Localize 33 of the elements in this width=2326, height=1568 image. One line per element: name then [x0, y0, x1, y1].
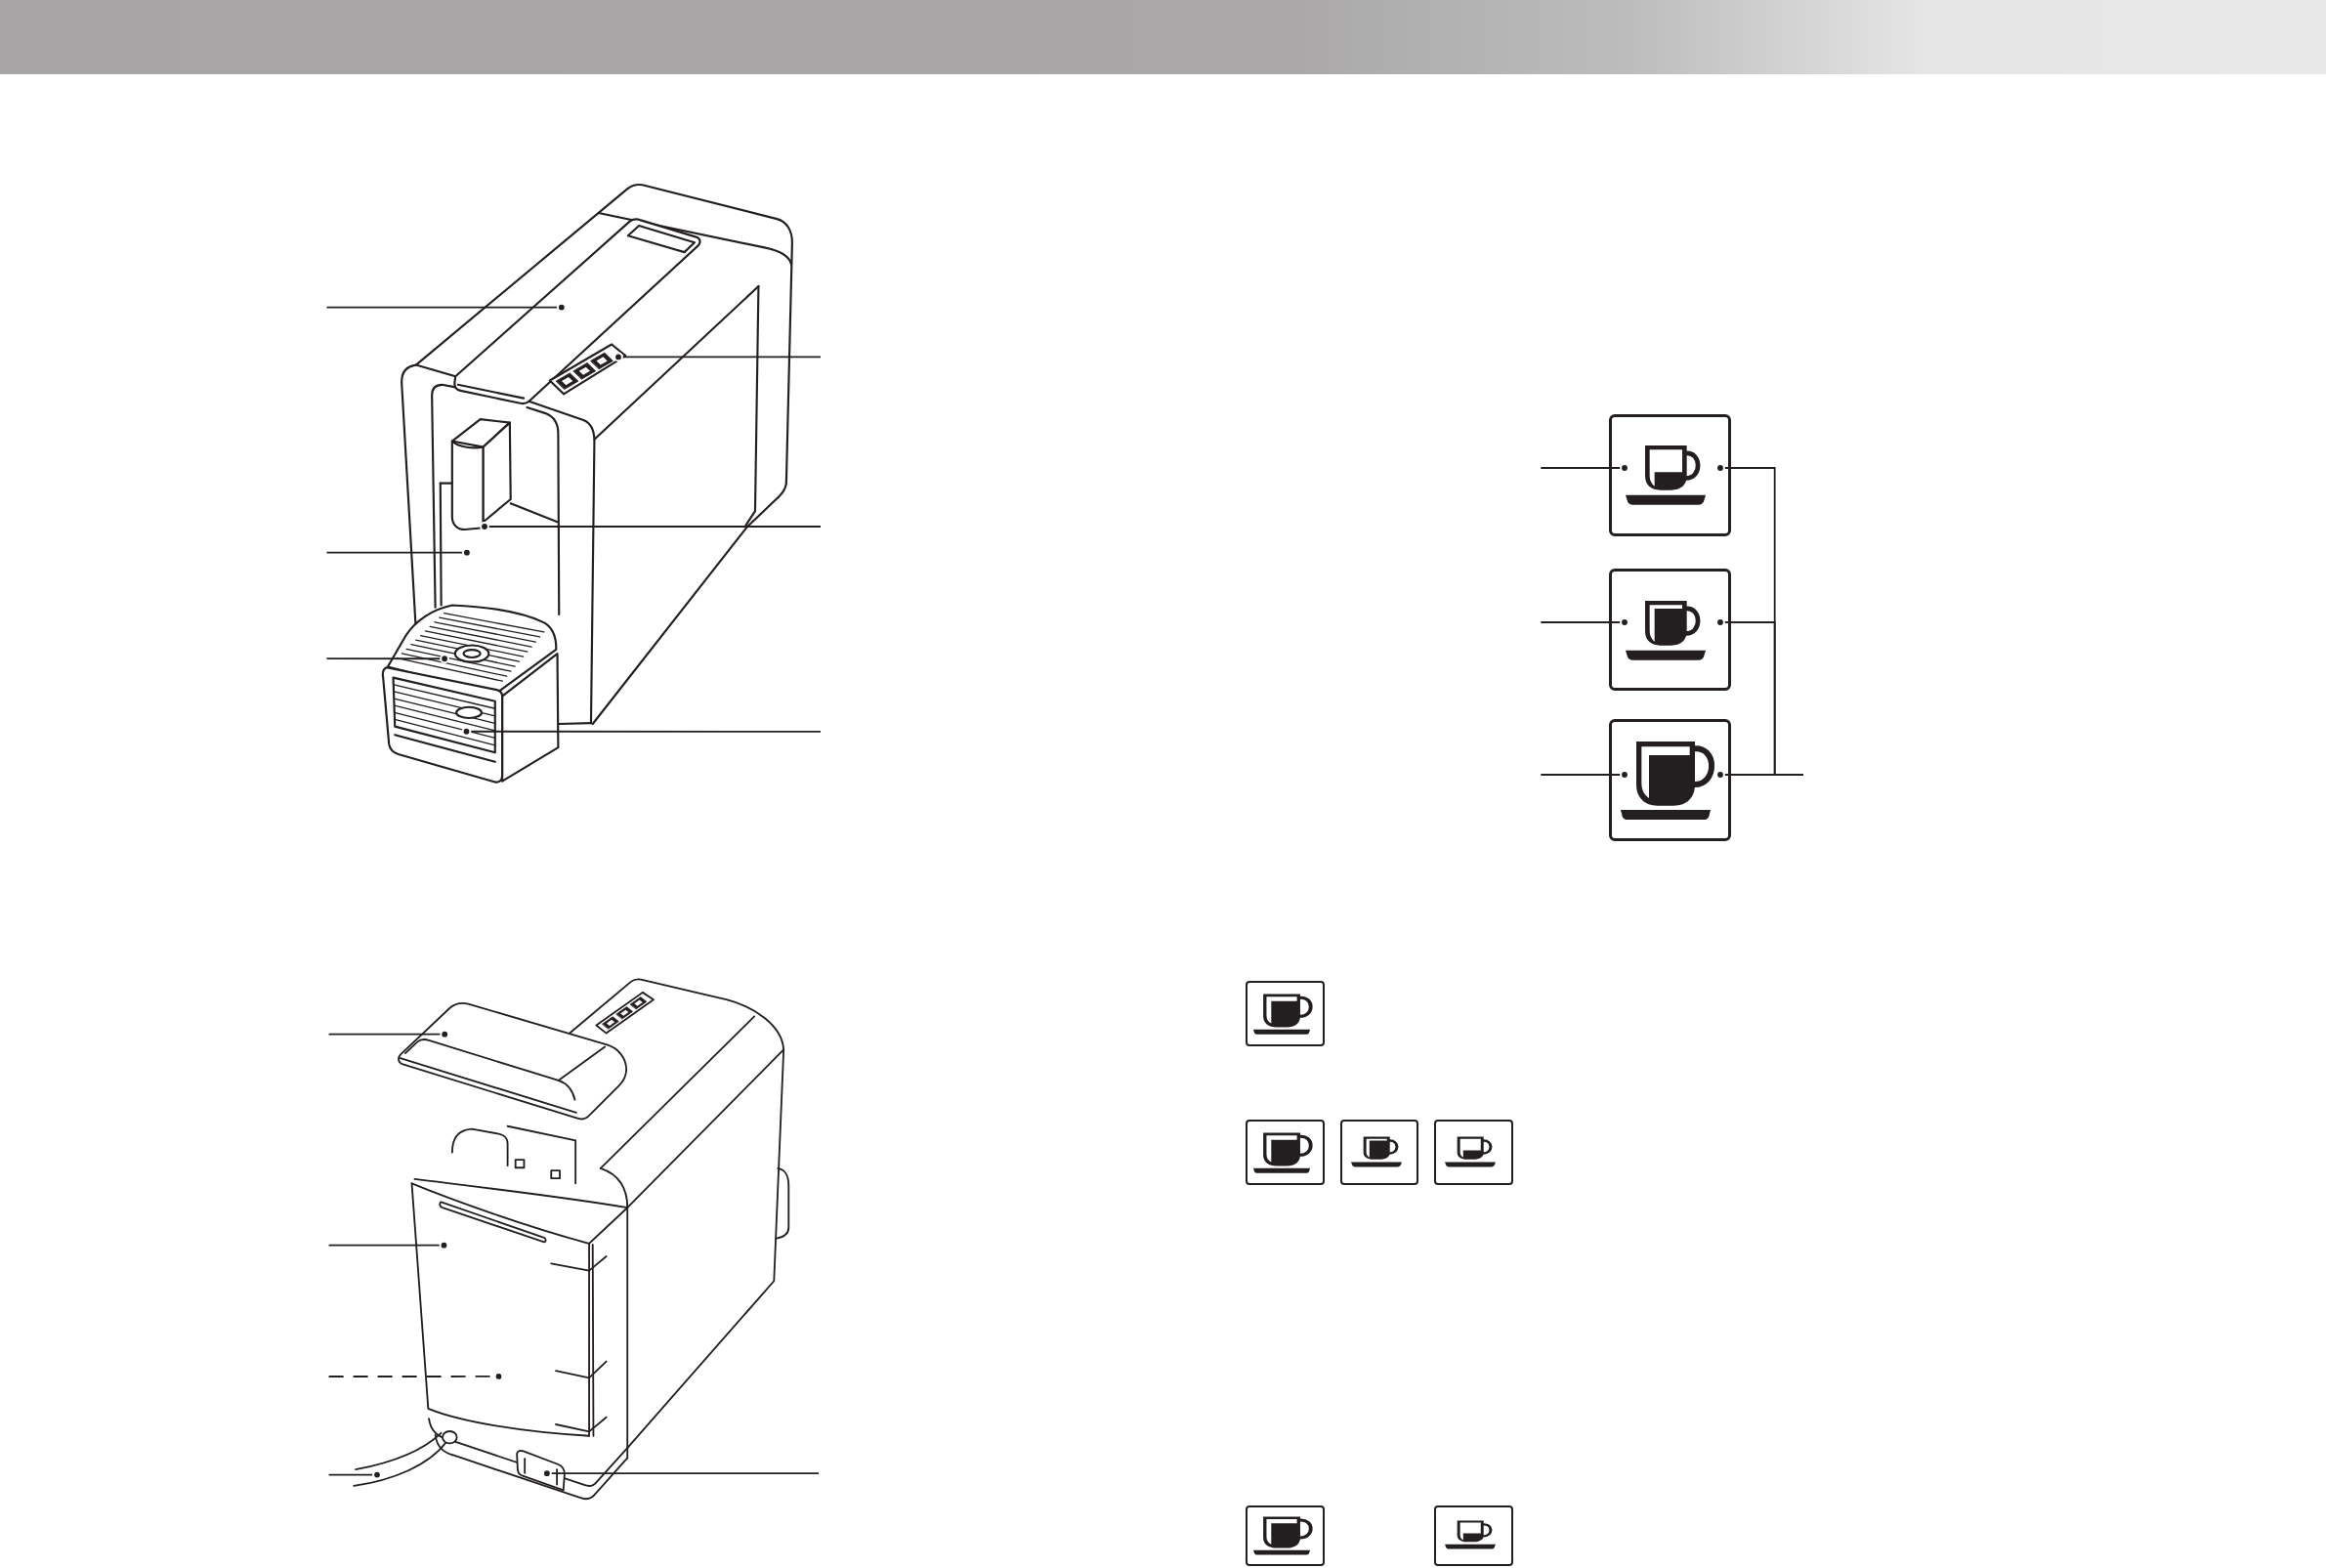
leader-line — [325, 547, 472, 558]
coffee-spout — [450, 418, 512, 531]
leader-line — [1715, 770, 1804, 780]
leader-line — [325, 302, 567, 313]
leader-line — [480, 522, 822, 531]
drip-tray — [381, 653, 560, 784]
leader-line — [325, 654, 449, 664]
cup-size-button — [1340, 1120, 1418, 1185]
control-panel — [548, 343, 627, 396]
cup-size-button — [1246, 981, 1325, 1046]
tank-latch — [516, 1450, 566, 1492]
power-cord — [353, 1430, 458, 1487]
leader-line — [327, 1469, 382, 1480]
leader-line — [461, 726, 822, 737]
cup-size-button — [1434, 1505, 1513, 1566]
water-tank — [410, 1178, 629, 1437]
open-lever-lid — [398, 1001, 628, 1121]
leader-line — [613, 352, 822, 362]
cup-recess — [439, 482, 559, 607]
lever-lid — [453, 218, 701, 405]
leader-line — [541, 1468, 820, 1479]
cup-size-button — [1609, 569, 1731, 691]
cup-size-button — [1246, 1120, 1325, 1185]
leader-line — [327, 1240, 449, 1250]
leader-line — [327, 1029, 450, 1039]
leader-line — [1540, 617, 1629, 627]
cup-size-button — [1434, 1120, 1513, 1185]
cup-size-button — [1246, 1505, 1325, 1566]
cup-size-button — [1609, 719, 1731, 841]
leader-line — [1540, 463, 1629, 473]
leader-line — [1540, 770, 1629, 780]
dashed-leader-line — [327, 1372, 504, 1381]
cup-size-button — [1609, 414, 1731, 536]
